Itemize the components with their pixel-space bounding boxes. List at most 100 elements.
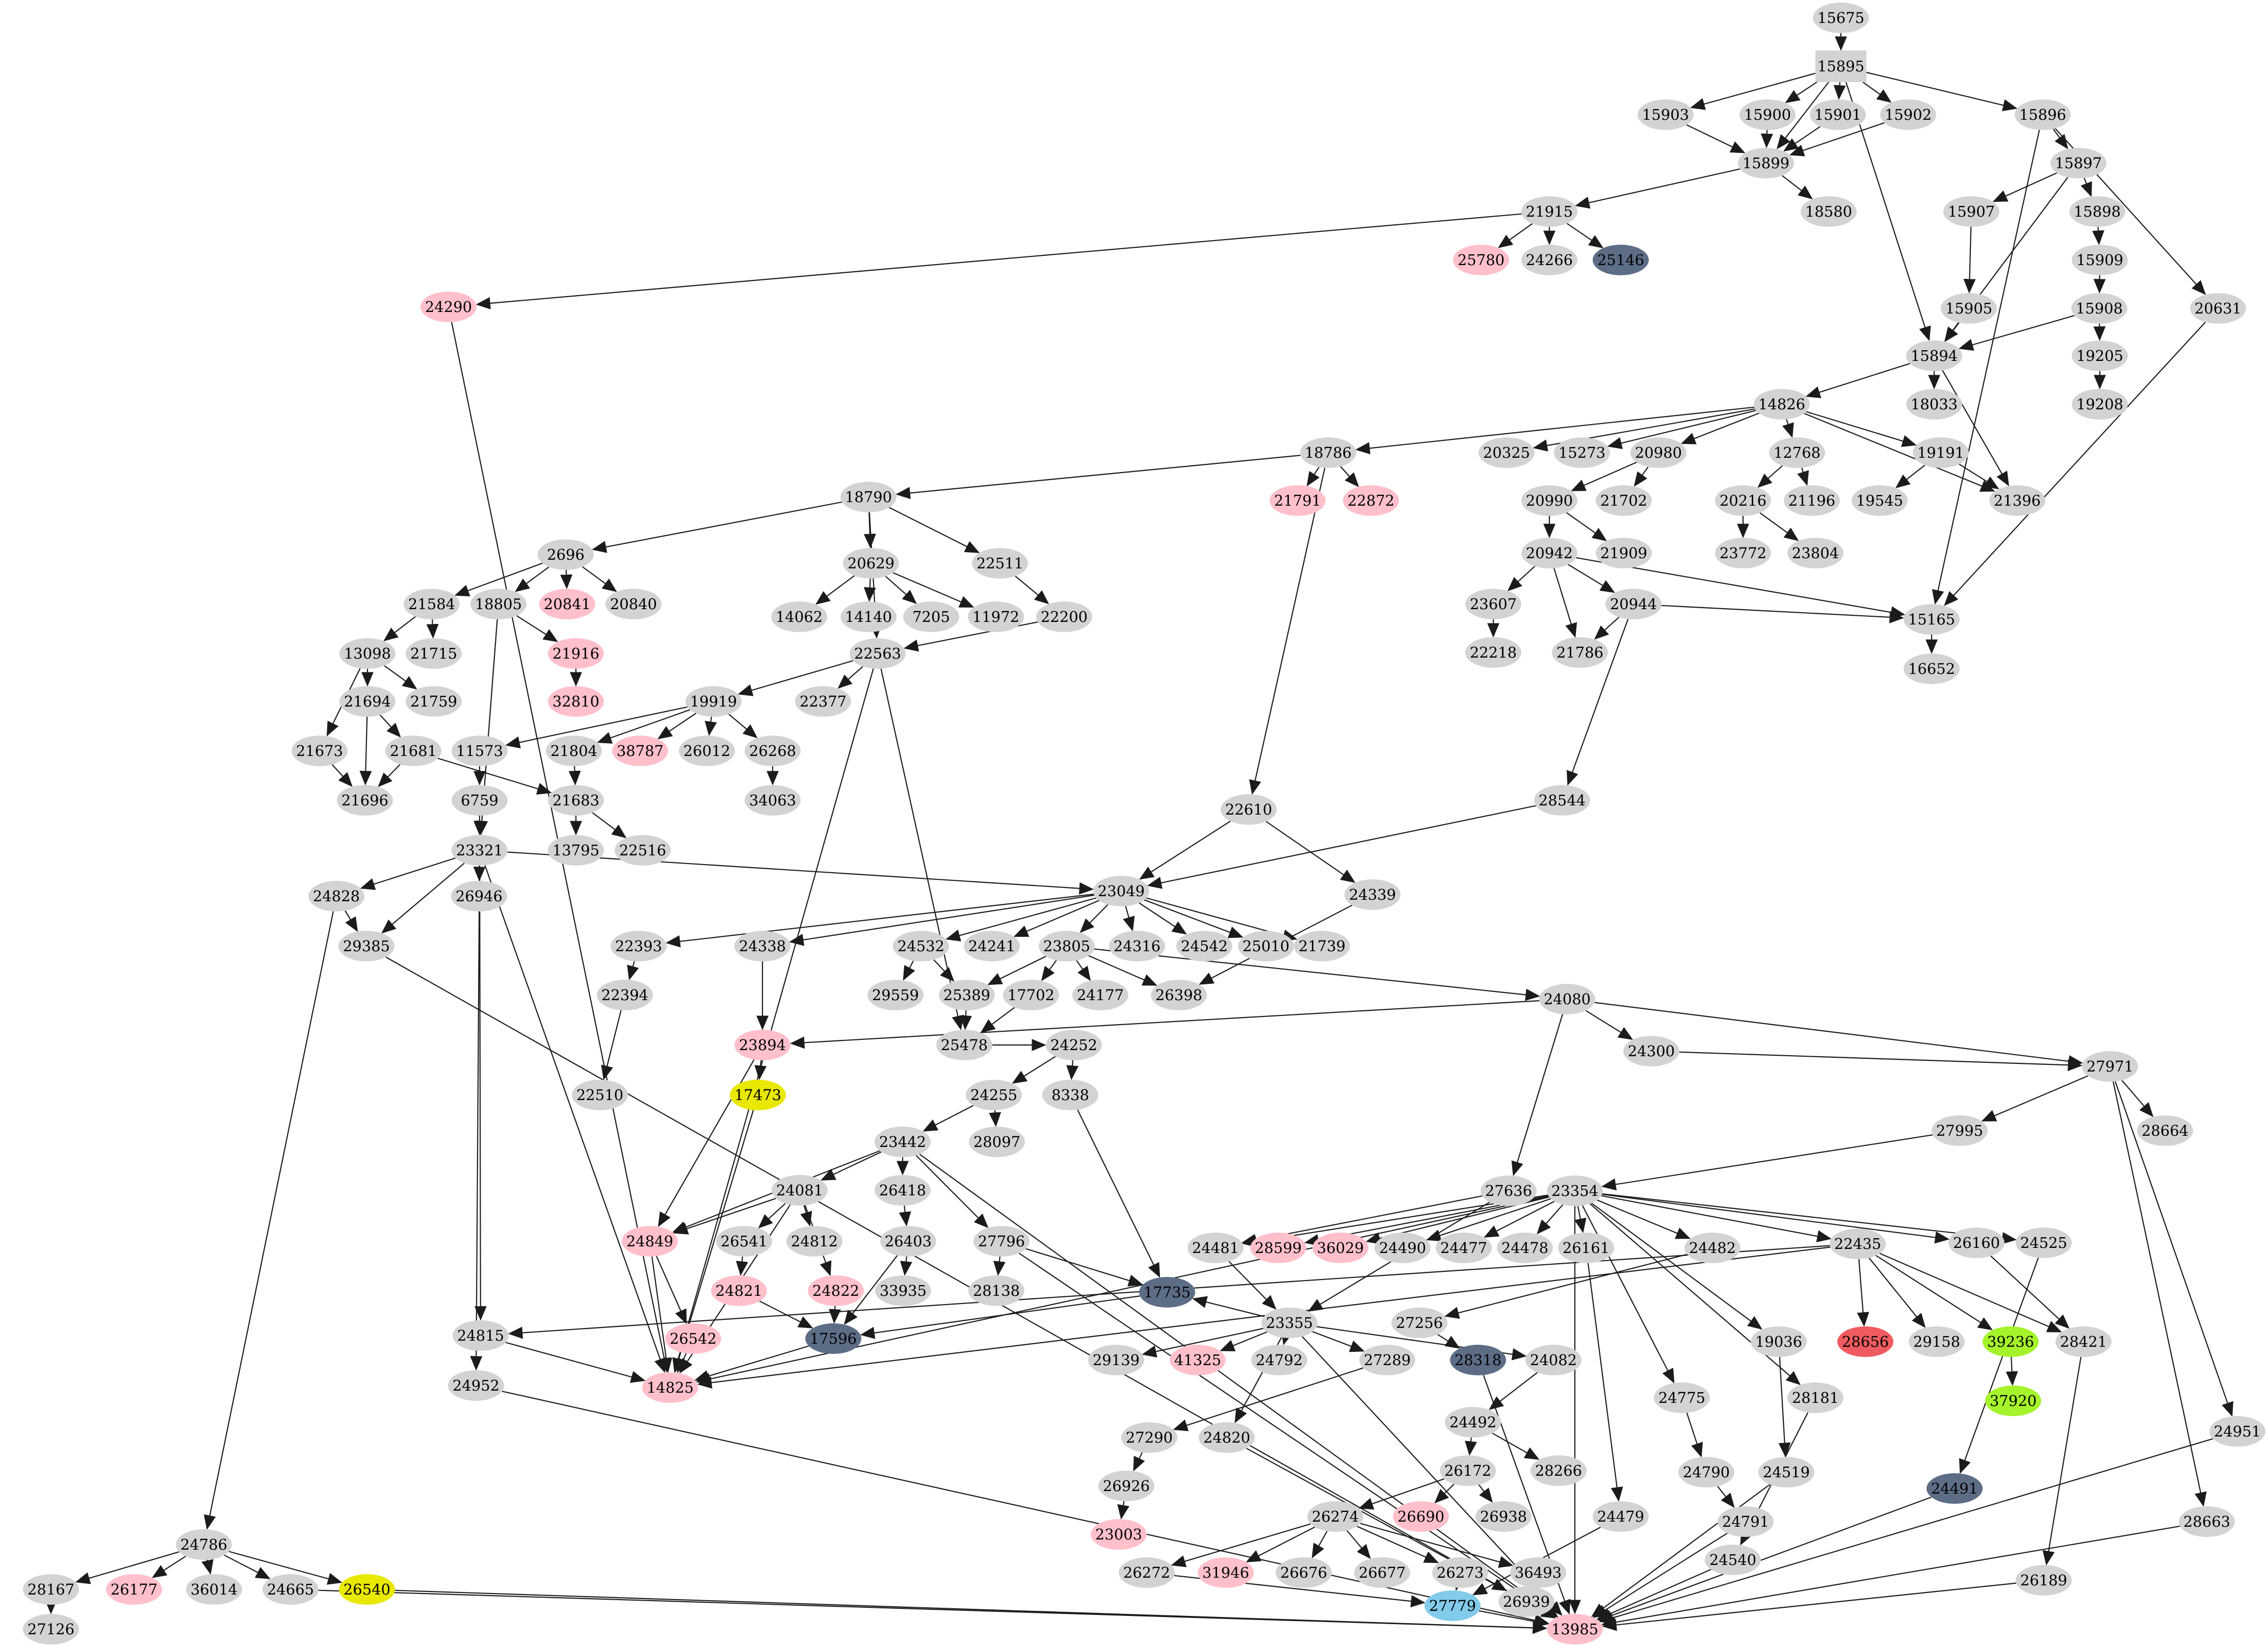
graph-edge-26274-26273: [1357, 1526, 1439, 1563]
graph-edge-26161-24479: [1587, 1263, 1623, 1502]
node-label-22872: 22872: [1348, 492, 1394, 509]
node-ellipse-24792: [1251, 1345, 1307, 1375]
graph-node-26012: 26012: [679, 736, 735, 766]
node-ellipse-24786: [176, 1529, 232, 1560]
graph-edge-20629-11972: [892, 572, 974, 608]
node-label-28138: 28138: [973, 1282, 1020, 1299]
graph-edge-23354-28181: [1589, 1203, 1801, 1386]
graph-edge-15902-15899: [1789, 122, 1885, 156]
graph-node-23772: 23772: [1715, 538, 1771, 568]
node-ellipse-32810: [548, 686, 604, 717]
graph-node-20629: 20629: [843, 548, 899, 579]
node-ellipse-26926: [1098, 1471, 1154, 1501]
node-label-27289: 27289: [1364, 1351, 1411, 1369]
node-ellipse-25010: [1238, 931, 1294, 961]
graph-node-15905: 15905: [1941, 293, 1997, 324]
node-label-19036: 19036: [1755, 1333, 1802, 1350]
node-ellipse-41325: [1170, 1345, 1226, 1375]
node-label-24542: 24542: [1181, 937, 1228, 955]
node-ellipse-21791: [1270, 485, 1326, 516]
node-ellipse-39236: [1983, 1326, 2039, 1357]
node-label-26012: 26012: [683, 742, 730, 760]
node-ellipse-8338: [1042, 1080, 1098, 1110]
graph-node-15897: 15897: [2050, 148, 2106, 178]
node-ellipse-28318: [1450, 1345, 1506, 1375]
node-label-24815: 24815: [457, 1327, 504, 1344]
node-ellipse-21715: [406, 638, 462, 669]
node-label-21696: 21696: [341, 792, 388, 809]
graph-edge-18786-22610: [1249, 467, 1326, 795]
node-ellipse-13985: [1547, 1614, 1603, 1644]
node-label-31946: 31946: [1202, 1564, 1249, 1581]
graph-edge-23355-41325: [1220, 1331, 1268, 1351]
graph-edge-21681-21696: [378, 764, 401, 788]
graph-node-23607: 23607: [1465, 589, 1521, 619]
graph-node-15165: 15165: [1904, 604, 1960, 635]
graph-node-24786: 24786: [176, 1529, 232, 1560]
graph-edge-19191-19545: [1895, 464, 1926, 488]
graph-edge-24252-24255: [1012, 1056, 1056, 1084]
node-ellipse-19036: [1751, 1326, 1807, 1357]
graph-edge-18805-21916: [516, 615, 559, 642]
graph-node-19919: 19919: [685, 686, 742, 717]
graph-edge-27971-28663: [2113, 1081, 2207, 1507]
node-label-22610: 22610: [1225, 801, 1272, 818]
node-label-24490: 24490: [1379, 1239, 1426, 1257]
graph-node-24525: 24525: [2016, 1228, 2072, 1258]
graph-edge-24482-27256: [1444, 1254, 1687, 1319]
graph-node-26177: 26177: [106, 1574, 162, 1605]
node-ellipse-15905: [1941, 293, 1997, 324]
node-label-24828: 24828: [313, 887, 360, 905]
graph-edge-22435-39236: [1876, 1255, 1993, 1330]
graph-edge-24821-17596: [759, 1300, 813, 1328]
graph-edge-23805-25389: [987, 956, 1046, 985]
graph-edge-23049-24241: [1013, 900, 1100, 937]
node-ellipse-22218: [1465, 637, 1521, 668]
node-ellipse-28181: [1787, 1382, 1843, 1413]
node-label-20840: 20840: [610, 595, 657, 613]
node-ellipse-22563: [850, 638, 906, 669]
node-ellipse-26946: [451, 881, 507, 911]
node-label-21694: 21694: [344, 693, 391, 710]
node-label-24479: 24479: [1597, 1508, 1644, 1525]
node-label-21673: 21673: [296, 742, 343, 760]
node-label-24492: 24492: [1449, 1414, 1496, 1431]
node-ellipse-20216: [1715, 485, 1771, 516]
graph-node-22393: 22393: [611, 931, 667, 961]
node-ellipse-24241: [964, 931, 1020, 961]
graph-edge-27289-27290: [1173, 1367, 1364, 1431]
node-ellipse-26939: [1498, 1586, 1554, 1617]
graph-edge-23049-22393: [665, 894, 1094, 948]
node-label-26274: 26274: [1312, 1508, 1359, 1525]
graph-node-26541: 26541: [716, 1226, 772, 1257]
node-label-20325: 20325: [1483, 444, 1530, 461]
graph-node-25780: 25780: [1453, 245, 1509, 275]
graph-edge-2696-18805: [515, 566, 549, 592]
graph-node-27636: 27636: [1481, 1176, 1537, 1206]
node-ellipse-29385: [338, 931, 394, 961]
node-ellipse-27995: [1932, 1115, 1988, 1146]
node-ellipse-24951: [2209, 1416, 2265, 1447]
node-ellipse-28421: [2055, 1326, 2112, 1357]
graph-edge-27971-27995: [1981, 1075, 2089, 1121]
node-label-12768: 12768: [1774, 444, 1821, 461]
graph-edge-23442-13985: [919, 1154, 1559, 1617]
graph-edge-15894-21396: [1942, 370, 2010, 487]
node-ellipse-20990: [1521, 485, 1577, 516]
graph-edge-24532-25389: [933, 959, 955, 982]
graph-edge-15895-15901: [1833, 82, 1846, 100]
node-label-27796: 27796: [978, 1233, 1025, 1250]
graph-edge-15899-21915: [1575, 168, 1740, 209]
graph-edge-23805-17702: [1041, 960, 1057, 981]
graph-node-21696: 21696: [337, 785, 393, 816]
node-ellipse-27126: [23, 1614, 79, 1644]
node-label-24478: 24478: [1501, 1239, 1548, 1257]
graph-node-26690: 26690: [1393, 1501, 1449, 1532]
node-ellipse-29158: [1909, 1326, 1965, 1357]
graph-edge-23354-24525: [1602, 1193, 2017, 1244]
graph-node-27796: 27796: [973, 1226, 1030, 1257]
node-ellipse-28266: [1531, 1455, 1587, 1486]
graph-edge-24081-24812: [800, 1205, 812, 1227]
graph-edge-23805-24080: [1094, 948, 1540, 1001]
node-label-27779: 27779: [1429, 1597, 1476, 1614]
